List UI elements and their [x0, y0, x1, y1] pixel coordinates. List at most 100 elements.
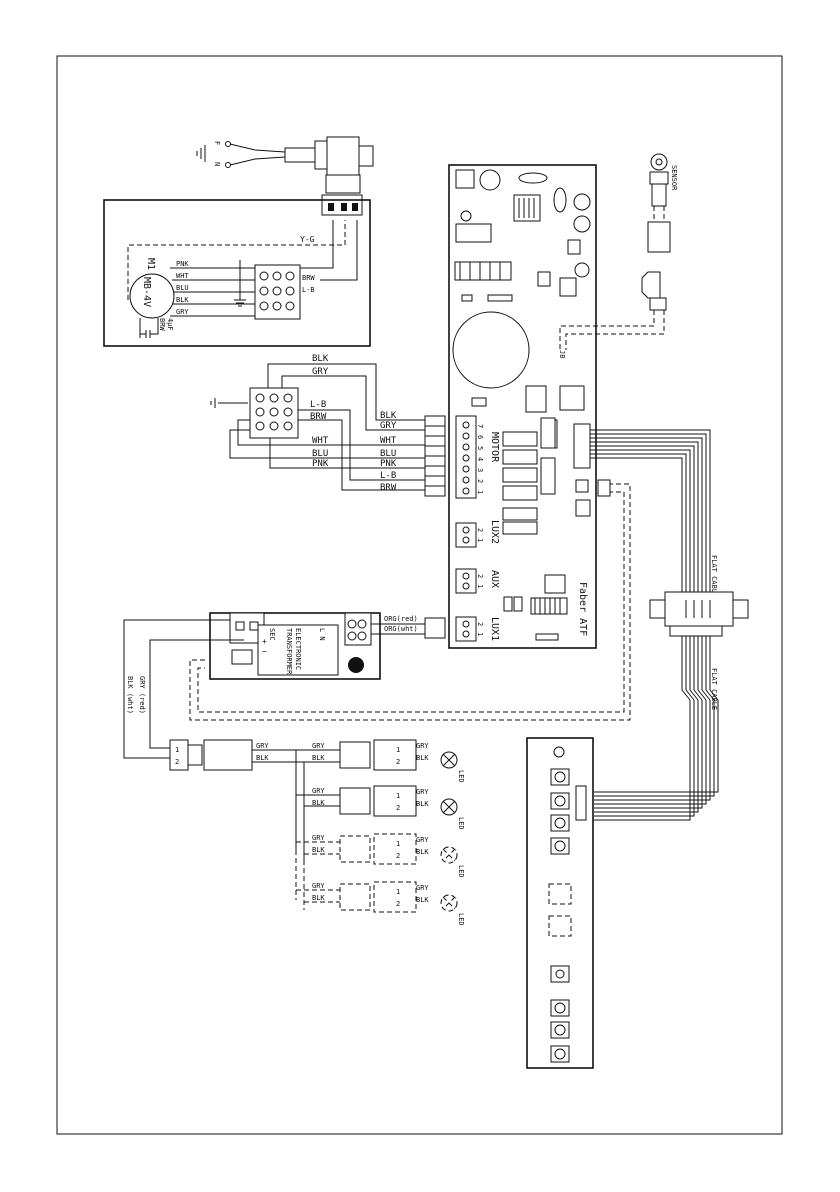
lamp-4-label: LED [457, 913, 465, 926]
harness-connector: BLK GRY L-B BRW WHT BLU PNK BLK GRY WHT … [210, 354, 446, 497]
tr-line4: L N [318, 628, 326, 641]
page-frame [56, 55, 783, 1135]
lamp-1: GRY BLK 1 2 GRY BLK LED [312, 739, 465, 783]
motor-pin-6: 1 [476, 490, 484, 494]
neutral-label: N [213, 162, 221, 166]
svg-text:2: 2 [396, 900, 400, 908]
tr-line2: TRANSFORMER [285, 628, 293, 675]
board-side-1: GRY [380, 421, 397, 431]
motor-pin-0: 7 [476, 424, 484, 428]
motor-pin-5: 2 [476, 479, 484, 483]
motor-wire-r1: L-B [302, 286, 315, 294]
svg-text:1: 1 [396, 746, 400, 754]
svg-text:BLK: BLK [312, 846, 325, 854]
buzzer-disc [452, 311, 530, 389]
lux2-label: LUX2 [489, 520, 500, 544]
lamp-main-connector: 1 2 GRY BLK [169, 739, 340, 910]
main-blk: BLK [256, 754, 269, 762]
harness-top-1: GRY [312, 367, 329, 377]
cap-label: 4μF [166, 318, 174, 331]
tr-minus: − [262, 647, 267, 656]
motor-wire-r0: BRW [302, 274, 315, 282]
svg-text:BLK: BLK [416, 896, 429, 904]
motor-wire-3: BLK [176, 296, 189, 304]
motor-pin-1: 6 [476, 435, 484, 439]
lamp-2: GRY BLK 1 2 GRY BLK LED [296, 785, 465, 830]
tr-plus: + [262, 637, 267, 646]
lamp-3-label: LED [457, 865, 465, 878]
harness-mid-0: L-B [310, 400, 326, 410]
lux2-pin-1: 1 [476, 538, 484, 542]
lux1-pin-0: 2 [476, 622, 484, 626]
lamp-4: GRY BLK 1 2 GRY BLK LED [296, 881, 465, 926]
main-pin-2: 2 [175, 758, 179, 766]
harness-bot-1: BLU [312, 449, 328, 459]
svg-text:GRY: GRY [416, 836, 429, 844]
main-board: JB 7 6 5 4 3 2 1 MOTOR 2 1 LUX2 [448, 164, 597, 649]
svg-text:GRY: GRY [312, 882, 325, 890]
aux-pin-1: 1 [476, 584, 484, 588]
svg-text:GRY: GRY [312, 834, 325, 842]
svg-text:1: 1 [396, 792, 400, 800]
svg-text:2: 2 [396, 758, 400, 766]
flat-cable: FLAT CABLE FLAT CABLE [590, 429, 749, 821]
cap-colour: BRW [158, 318, 166, 331]
harness-bot-0: WHT [312, 436, 329, 446]
flat-cable-label-top: FLAT CABLE [710, 555, 718, 597]
main-pin-1: 1 [175, 746, 179, 754]
motor-wire-4: GRY [176, 308, 189, 316]
flat-cable-label-bottom: FLAT CABLE [710, 668, 718, 710]
lamp-2-label: LED [457, 817, 465, 830]
board-side-2: WHT [380, 436, 397, 446]
motor-pin-2: 5 [476, 446, 484, 450]
svg-text:BLK: BLK [312, 799, 325, 807]
svg-text:BLK: BLK [312, 894, 325, 902]
sensor: SENSOR [559, 153, 678, 350]
board-side-4: PNK [380, 459, 397, 469]
motor-wire-1: WHT [176, 272, 189, 280]
motor-box: Y-G MB-4V M1 BRW 4μF PNK WHT BLU BLK GRY… [103, 199, 371, 347]
electronic-transformer: ELECTRONIC TRANSFORMER SEC L N + − ORG(r… [123, 612, 446, 759]
svg-text:BLK: BLK [416, 800, 429, 808]
harness-mid-1: BRW [310, 412, 327, 422]
tr-line3: SEC [268, 628, 276, 641]
board-side-5: L-B [380, 471, 396, 481]
lux1-pin-1: 1 [476, 632, 484, 636]
lamp-1-symbol [440, 751, 458, 769]
motor-symbol [129, 273, 175, 319]
lamp-4-symbol [440, 894, 458, 912]
lamp-3: GRY BLK 1 2 GRY BLK LED [296, 833, 465, 878]
motor-model: MB-4V [141, 277, 152, 307]
motor-pin-4: 3 [476, 468, 484, 472]
harness-top-0: BLK [312, 354, 329, 364]
svg-text:BLK: BLK [312, 754, 325, 762]
main-gry: GRY [256, 742, 269, 750]
svg-text:GRY: GRY [416, 884, 429, 892]
sensor-label: SENSOR [670, 165, 678, 191]
svg-text:GRY: GRY [312, 787, 325, 795]
phase-label: F [213, 141, 221, 145]
jumper-label: JB [558, 350, 566, 358]
supply-plug: F N [196, 136, 374, 216]
aux-pin-0: 2 [476, 574, 484, 578]
harness-bot-2: PNK [312, 459, 329, 469]
motor-pin-3: 4 [476, 457, 484, 461]
lux2-pin-0: 2 [476, 528, 484, 532]
motor-wire-0: PNK [176, 260, 189, 268]
tr-line1: ELECTRONIC [294, 628, 302, 670]
tr-sec-wht: BLK (wht) [126, 676, 134, 714]
svg-text:2: 2 [396, 804, 400, 812]
svg-text:1: 1 [396, 888, 400, 896]
svg-text:GRY: GRY [416, 788, 429, 796]
tr-out-red: ORG(red) [384, 615, 418, 623]
motor-ref: M1 [145, 258, 156, 270]
svg-text:BLK: BLK [416, 848, 429, 856]
aux-dashed-cable [189, 483, 631, 721]
lux1-label: LUX1 [489, 617, 500, 641]
svg-text:1: 1 [396, 840, 400, 848]
lamp-2-symbol [440, 798, 458, 816]
tr-sec-red: GRY (red) [138, 676, 146, 714]
board-side-6: BRW [380, 483, 397, 493]
board-side-3: BLU [380, 449, 396, 459]
